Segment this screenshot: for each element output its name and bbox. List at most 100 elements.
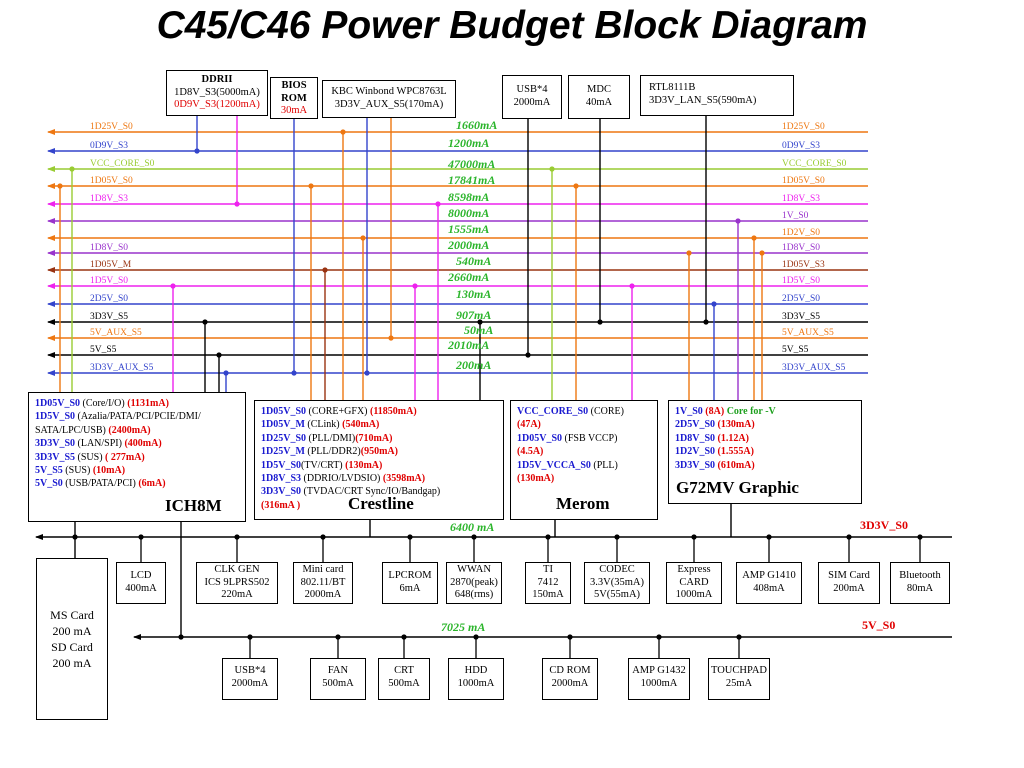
tap-dot xyxy=(223,370,229,376)
device-line: USB*4 xyxy=(234,665,266,676)
merom-line: 1D05V_S0 (FSB VCCP) xyxy=(517,432,651,445)
rail-label-right: 1D2V_S0 xyxy=(782,228,821,238)
rail-label-right: 1D25V_S0 xyxy=(782,122,825,132)
ms-card-l3: SD Card xyxy=(51,640,93,654)
crestline-line: 1D25V_M (PLL/DDR2)(950mA) xyxy=(261,445,497,458)
rail-label-left: 1D8V_S3 xyxy=(90,194,129,204)
rtl-line2: 3D3V_LAN_S5(590mA) xyxy=(649,94,757,106)
g72-line: 2D5V_S0 (130mA) xyxy=(675,418,855,431)
row1-dot xyxy=(407,534,413,540)
device-line: 200mA xyxy=(833,582,865,594)
rail-name: 1D05V_M xyxy=(261,419,305,431)
tap-dot xyxy=(216,352,222,358)
device-line: Bluetooth xyxy=(899,570,941,581)
bus-5v-current: 7025 mA xyxy=(441,620,486,634)
crestline-line: 3D3V_S0 (TVDAC/CRT Sync/IO/Bandgap) xyxy=(261,485,497,498)
bios-rom-box: BIOS ROM 30mA xyxy=(270,77,318,119)
rail-name: 1D05V_S0 xyxy=(35,398,81,409)
bus-3d3v-label: 3D3V_S0 xyxy=(860,518,909,532)
rail-label-right: 1D05V_S3 xyxy=(782,260,825,270)
merom-block: VCC_CORE_S0 (CORE)(47A)1D05V_S0 (FSB VCC… xyxy=(510,400,658,520)
crestline-line: 1D25V_S0 (PLL/DMI)(710mA) xyxy=(261,432,497,445)
ms-card-l4: 200 mA xyxy=(52,656,92,670)
device-line: Express xyxy=(677,564,711,575)
device-line: 500mA xyxy=(322,677,354,689)
rail-name: VCC_CORE_S0 xyxy=(517,406,589,417)
device-line: LPCROM xyxy=(388,570,432,581)
rail-label-right: 1V_S0 xyxy=(782,211,809,221)
rail-name: 1D5V_S0 xyxy=(35,411,76,423)
rail-desc: (Azalia/PATA/PCI/PCIE/DMI/ xyxy=(75,411,201,423)
rail-label-right: 3D3V_S5 xyxy=(782,312,821,322)
rail-current: 50mA xyxy=(464,323,494,337)
rail-name: 1D8V_S3 xyxy=(261,473,302,485)
tap-dot xyxy=(69,166,75,172)
rail-desc: (SUS) xyxy=(62,465,93,477)
merom-line: (130mA) xyxy=(517,472,651,485)
row1-dot xyxy=(138,534,144,540)
row2-dot xyxy=(473,634,479,640)
bios-title2: ROM xyxy=(281,92,307,104)
rail-name: 3D3V_S0 xyxy=(35,438,76,450)
rail-current: 47000mA xyxy=(448,157,496,171)
device-line: 2000mA xyxy=(551,677,589,689)
row1-dot xyxy=(614,534,620,540)
ddrii-line2: 0D9V_S3(1200mA) xyxy=(174,99,260,110)
rail-desc: (SUS) xyxy=(75,451,106,463)
ddrii-box: DDRII 1D8V_S3(5000mA) 0D9V_S3(1200mA) xyxy=(166,70,268,116)
device-line: FAN xyxy=(327,665,349,676)
tap-dot xyxy=(170,283,176,289)
device-line: 25mA xyxy=(725,677,753,689)
bus-3d3v-current: 6400 mA xyxy=(450,520,495,534)
rail-name: 1D2V_S0 xyxy=(675,446,716,458)
row2-dot xyxy=(736,634,742,640)
device-line: 7412 xyxy=(537,576,559,588)
rail-desc: (CLink) xyxy=(304,419,343,431)
crestline-line: 1D05V_S0 (CORE+GFX) (11850mA) xyxy=(261,405,497,418)
g72-line: 1V_S0 (8A) Core for -V xyxy=(675,405,855,418)
mdc-box: MDC 40mA xyxy=(568,75,630,119)
rail-name: 3D3V_S0 xyxy=(675,459,716,471)
tap-dot xyxy=(525,352,531,358)
g72-line: 1D8V_S0 (1.12A) xyxy=(675,432,855,445)
tap-dot xyxy=(202,319,208,325)
rail-label-right: VCC_CORE_S0 xyxy=(782,159,847,169)
row1-dot xyxy=(320,534,326,540)
device-line: 648(rms) xyxy=(454,589,494,600)
kbc-line2: 3D3V_AUX_S5(170mA) xyxy=(334,98,444,110)
rail-current-value: (2400mA) xyxy=(108,424,151,436)
bus-dot xyxy=(178,634,184,640)
rail-desc: (CORE+GFX) xyxy=(306,406,370,417)
ms-sd-card-box: MS Card 200 mA SD Card 200 mA xyxy=(36,558,108,720)
rail-current-value: (540mA) xyxy=(342,419,380,431)
device-line: 3.3V(35mA) xyxy=(590,576,644,588)
device-line: 5V(55mA) xyxy=(593,589,641,600)
device-line: CLK GEN xyxy=(214,564,260,575)
ich8m-line: 5V_S0 (USB/PATA/PCI) (6mA) xyxy=(35,477,239,490)
row1-dot xyxy=(234,534,240,540)
rail-current: 130mA xyxy=(456,287,492,301)
rail-label-left: 2D5V_S0 xyxy=(90,294,129,304)
rail-current-value: ( 277mA) xyxy=(105,451,145,463)
row1-dot xyxy=(691,534,697,540)
rail-name: 1D5V_S0 xyxy=(261,459,302,471)
tap-dot xyxy=(340,129,346,135)
tap-dot xyxy=(597,319,603,325)
device-line: 2000mA xyxy=(304,589,342,600)
device-line: 1000mA xyxy=(640,677,678,689)
tap-dot xyxy=(477,319,483,325)
device-line: 400mA xyxy=(125,582,157,594)
rail-label-left: 5V_AUX_S5 xyxy=(90,328,142,338)
tap-dot xyxy=(735,218,741,224)
rail-label-right: 5V_S5 xyxy=(782,345,809,355)
usb-top-line2: 2000mA xyxy=(513,96,551,108)
rail-current-value: (11850mA) xyxy=(370,406,417,417)
mdc-line2: 40mA xyxy=(585,96,613,108)
g72-line: 1D2V_S0 (1.555A) xyxy=(675,445,855,458)
rail-label-left: 5V_S5 xyxy=(90,345,117,355)
